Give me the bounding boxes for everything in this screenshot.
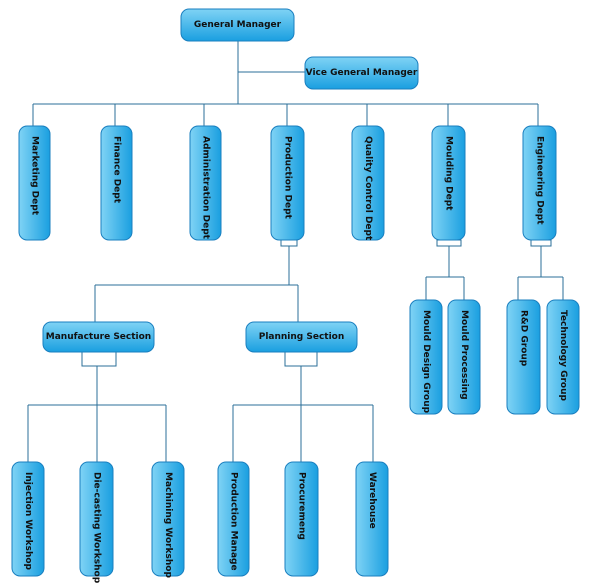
node-box: [100, 125, 133, 241]
node-label: Procuremeng: [297, 472, 307, 540]
node-production: Production Dept: [270, 125, 305, 241]
node-box: [304, 56, 419, 90]
node-general-manager: General Manager: [180, 8, 295, 42]
node-label: Marketing Dept: [30, 136, 40, 216]
node-moulding: Moulding Dept: [431, 125, 466, 241]
node-label: Die-casting Workshop: [92, 472, 102, 584]
node-label: Mould Design Group: [421, 310, 431, 414]
node-mould-design-group: Mould Design Group: [409, 299, 443, 415]
node-box: [522, 125, 557, 241]
node-die-casting-workshop: Die-casting Workshop: [79, 461, 114, 584]
node-technology-group: Technology Group: [546, 299, 580, 415]
node-box: [431, 125, 466, 241]
node-administration: Administration Dept: [189, 125, 222, 241]
node-box: [270, 125, 305, 241]
node-box: [189, 125, 222, 241]
node-box: [447, 299, 481, 415]
node-box: [217, 461, 250, 577]
node-label: Vice General Manager: [306, 68, 418, 78]
node-box: [355, 461, 389, 577]
node-box: [151, 461, 185, 577]
node-box: [284, 461, 319, 577]
node-box: [79, 461, 114, 577]
node-label: Engineering Dept: [535, 136, 545, 225]
node-label: Administration Dept: [201, 136, 211, 240]
node-label: Injection Workshop: [23, 472, 33, 571]
node-label: Technology Group: [558, 310, 568, 402]
node-box: [546, 299, 580, 415]
node-label: Planning Section: [259, 332, 345, 342]
node-warehouse: Warehouse: [355, 461, 389, 577]
node-finance: Finance Dept: [100, 125, 133, 241]
connector-lines: [27, 41, 564, 462]
node-label: Mould Processing: [459, 310, 469, 400]
node-box: [409, 299, 443, 415]
node-label: Finance Dept: [112, 136, 122, 204]
node-box: [18, 125, 51, 241]
node-label: Warehouse: [367, 472, 377, 529]
node-label: Production Manage: [229, 472, 239, 571]
node-label: General Manager: [194, 20, 282, 30]
node-label: Machining Workshop: [163, 472, 173, 578]
node-machining-workshop: Machining Workshop: [151, 461, 185, 578]
node-injection-workshop: Injection Workshop: [11, 461, 45, 577]
node-planning-section: Planning Section: [245, 321, 358, 353]
node-box: [351, 125, 385, 241]
node-rd-group: R&D Group: [506, 299, 541, 415]
node-label: Quality Control Dept: [363, 136, 373, 241]
node-label: Manufacture Section: [46, 332, 151, 342]
node-procurement: Procuremeng: [284, 461, 319, 577]
node-label: R&D Group: [519, 310, 529, 367]
node-label: Moulding Dept: [444, 136, 454, 211]
node-mould-processing: Mould Processing: [447, 299, 481, 415]
node-box: [180, 8, 295, 42]
node-production-manage: Production Manage: [217, 461, 250, 577]
node-label: Production Dept: [283, 136, 293, 220]
node-box: [506, 299, 541, 415]
node-box: [245, 321, 358, 353]
node-marketing: Marketing Dept: [18, 125, 51, 241]
node-box: [11, 461, 45, 577]
node-quality-control: Quality Control Dept: [351, 125, 385, 241]
node-box: [42, 321, 155, 353]
node-engineering: Engineering Dept: [522, 125, 557, 241]
node-manufacture-section: Manufacture Section: [42, 321, 155, 353]
node-vice-general-manager: Vice General Manager: [304, 56, 419, 90]
